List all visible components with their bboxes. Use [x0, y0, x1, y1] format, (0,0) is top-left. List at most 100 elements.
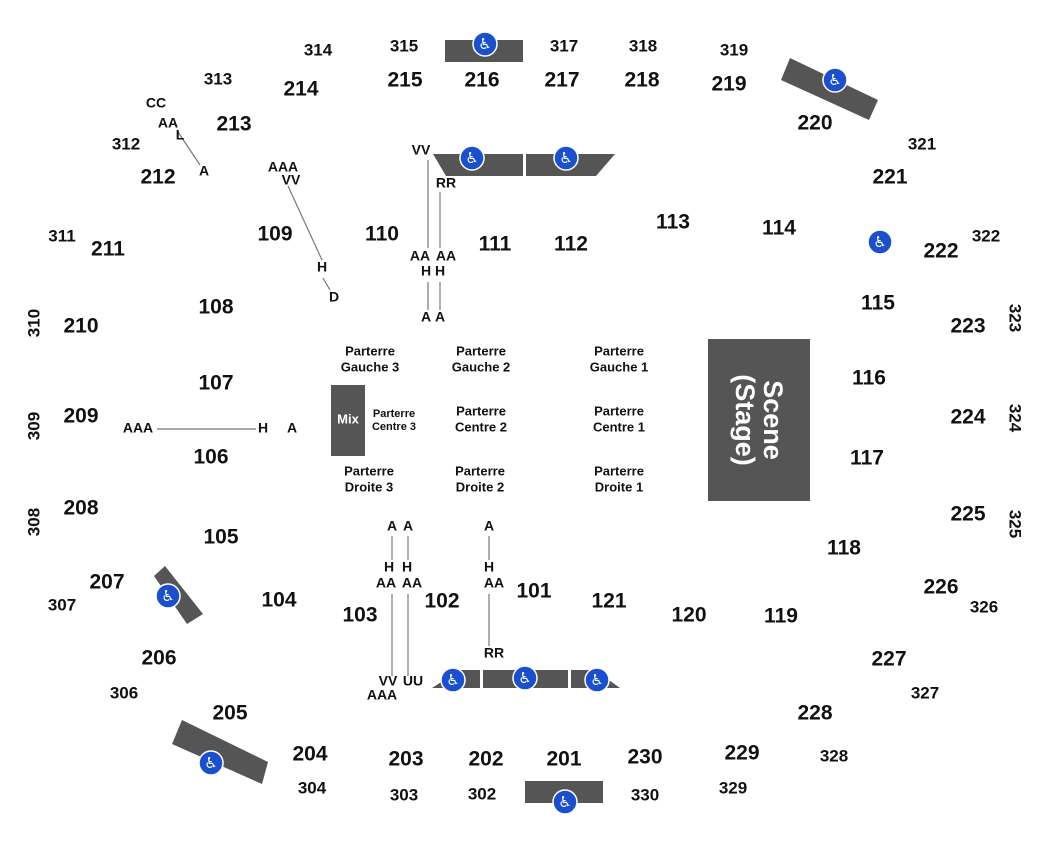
section-208[interactable]: 208 [63, 497, 98, 520]
section-219[interactable]: 219 [711, 73, 746, 96]
section-109[interactable]: 109 [257, 223, 292, 246]
section-115[interactable]: 115 [861, 292, 895, 315]
section-222[interactable]: 222 [923, 240, 958, 263]
section-211[interactable]: 211 [91, 238, 125, 261]
floor-section-gauche-1[interactable]: Parterre Gauche 1 [590, 343, 649, 374]
svg-text:Parterre: Parterre [594, 343, 644, 358]
section-110[interactable]: 110 [365, 223, 399, 246]
section-118[interactable]: 118 [827, 537, 861, 560]
section-303[interactable]: 303 [390, 785, 418, 804]
section-102[interactable]: 102 [424, 590, 459, 613]
section-326[interactable]: 326 [970, 597, 998, 616]
section-225[interactable]: 225 [950, 503, 985, 526]
section-230[interactable]: 230 [627, 746, 662, 769]
section-103[interactable]: 103 [342, 604, 377, 627]
stage-block [708, 339, 810, 501]
row-label: H [421, 263, 431, 279]
section-330[interactable]: 330 [631, 785, 659, 804]
section-313[interactable]: 313 [204, 69, 232, 88]
section-227[interactable]: 227 [871, 648, 906, 671]
floor-sections: Parterre Gauche 3 Parterre Gauche 2 Part… [341, 343, 649, 494]
section-228[interactable]: 228 [797, 702, 832, 725]
section-216[interactable]: 216 [464, 69, 499, 92]
section-203[interactable]: 203 [388, 748, 423, 771]
svg-text:♿: ♿ [873, 233, 886, 251]
section-207[interactable]: 207 [89, 571, 124, 594]
floor-section-centre-1[interactable]: Parterre Centre 1 [593, 403, 645, 434]
section-112[interactable]: 112 [554, 233, 588, 256]
floor-section-droite-3[interactable]: Parterre Droite 3 [344, 463, 394, 494]
row-label: A [484, 518, 494, 534]
section-119[interactable]: 119 [764, 605, 798, 628]
section-113[interactable]: 113 [656, 211, 690, 234]
section-315[interactable]: 315 [390, 36, 418, 55]
section-213[interactable]: 213 [216, 113, 251, 136]
section-304[interactable]: 304 [298, 778, 327, 797]
section-202[interactable]: 202 [468, 748, 503, 771]
section-111[interactable]: 111 [479, 233, 512, 256]
section-311[interactable]: 311 [48, 226, 75, 245]
row-label: VV [282, 172, 301, 188]
section-302[interactable]: 302 [468, 784, 496, 803]
section-329[interactable]: 329 [719, 778, 747, 797]
svg-text:Parterre: Parterre [456, 403, 506, 418]
section-215[interactable]: 215 [387, 69, 422, 92]
row-label: VV [379, 673, 398, 689]
section-321[interactable]: 321 [908, 134, 936, 153]
section-101[interactable]: 101 [516, 580, 551, 603]
wheelchair-icon: ♿ [155, 583, 181, 609]
section-310[interactable]: 310 [24, 309, 43, 337]
section-206[interactable]: 206 [141, 647, 176, 670]
section-306[interactable]: 306 [110, 683, 138, 702]
section-318[interactable]: 318 [629, 36, 657, 55]
section-121[interactable]: 121 [591, 590, 626, 613]
section-217[interactable]: 217 [544, 69, 579, 92]
section-212[interactable]: 212 [140, 166, 175, 189]
section-205[interactable]: 205 [212, 702, 247, 725]
section-323[interactable]: 323 [1006, 304, 1025, 332]
row-label: A [387, 518, 397, 534]
floor-section-centre-2[interactable]: Parterre Centre 2 [455, 403, 507, 434]
section-116[interactable]: 116 [852, 367, 886, 390]
section-327[interactable]: 327 [911, 683, 939, 702]
section-229[interactable]: 229 [724, 742, 759, 765]
row-label: RR [484, 645, 504, 661]
section-322[interactable]: 322 [972, 226, 1000, 245]
floor-section-droite-2[interactable]: Parterre Droite 2 [455, 463, 505, 494]
section-317[interactable]: 317 [550, 36, 578, 55]
floor-section-centre-3[interactable]: Parterre Centre 3 [372, 408, 416, 433]
section-120[interactable]: 120 [671, 604, 706, 627]
section-308[interactable]: 308 [24, 508, 43, 536]
section-328[interactable]: 328 [820, 746, 848, 765]
section-309[interactable]: 309 [24, 412, 43, 440]
section-107[interactable]: 107 [198, 372, 233, 395]
section-226[interactable]: 226 [923, 576, 958, 599]
section-223[interactable]: 223 [950, 315, 985, 338]
section-324[interactable]: 324 [1006, 404, 1025, 433]
section-204[interactable]: 204 [292, 743, 327, 766]
section-214[interactable]: 214 [283, 78, 318, 101]
svg-text:♿: ♿ [446, 671, 459, 689]
section-105[interactable]: 105 [203, 526, 238, 549]
section-221[interactable]: 221 [872, 166, 907, 189]
section-106[interactable]: 106 [193, 446, 228, 469]
section-104[interactable]: 104 [261, 589, 296, 612]
section-114[interactable]: 114 [762, 217, 796, 240]
section-325[interactable]: 325 [1006, 510, 1025, 538]
section-220[interactable]: 220 [797, 112, 832, 135]
section-312[interactable]: 312 [112, 134, 140, 153]
section-314[interactable]: 314 [304, 40, 333, 59]
floor-section-gauche-3[interactable]: Parterre Gauche 3 [341, 343, 400, 374]
svg-text:♿: ♿ [518, 669, 531, 687]
section-209[interactable]: 209 [63, 405, 98, 428]
floor-section-gauche-2[interactable]: Parterre Gauche 2 [452, 343, 511, 374]
section-319[interactable]: 319 [720, 40, 748, 59]
section-108[interactable]: 108 [198, 296, 233, 319]
section-224[interactable]: 224 [950, 406, 985, 429]
floor-section-droite-1[interactable]: Parterre Droite 1 [594, 463, 644, 494]
section-218[interactable]: 218 [624, 69, 659, 92]
section-201[interactable]: 201 [546, 748, 581, 771]
section-307[interactable]: 307 [48, 595, 76, 614]
section-117[interactable]: 117 [850, 447, 884, 470]
section-210[interactable]: 210 [63, 315, 98, 338]
